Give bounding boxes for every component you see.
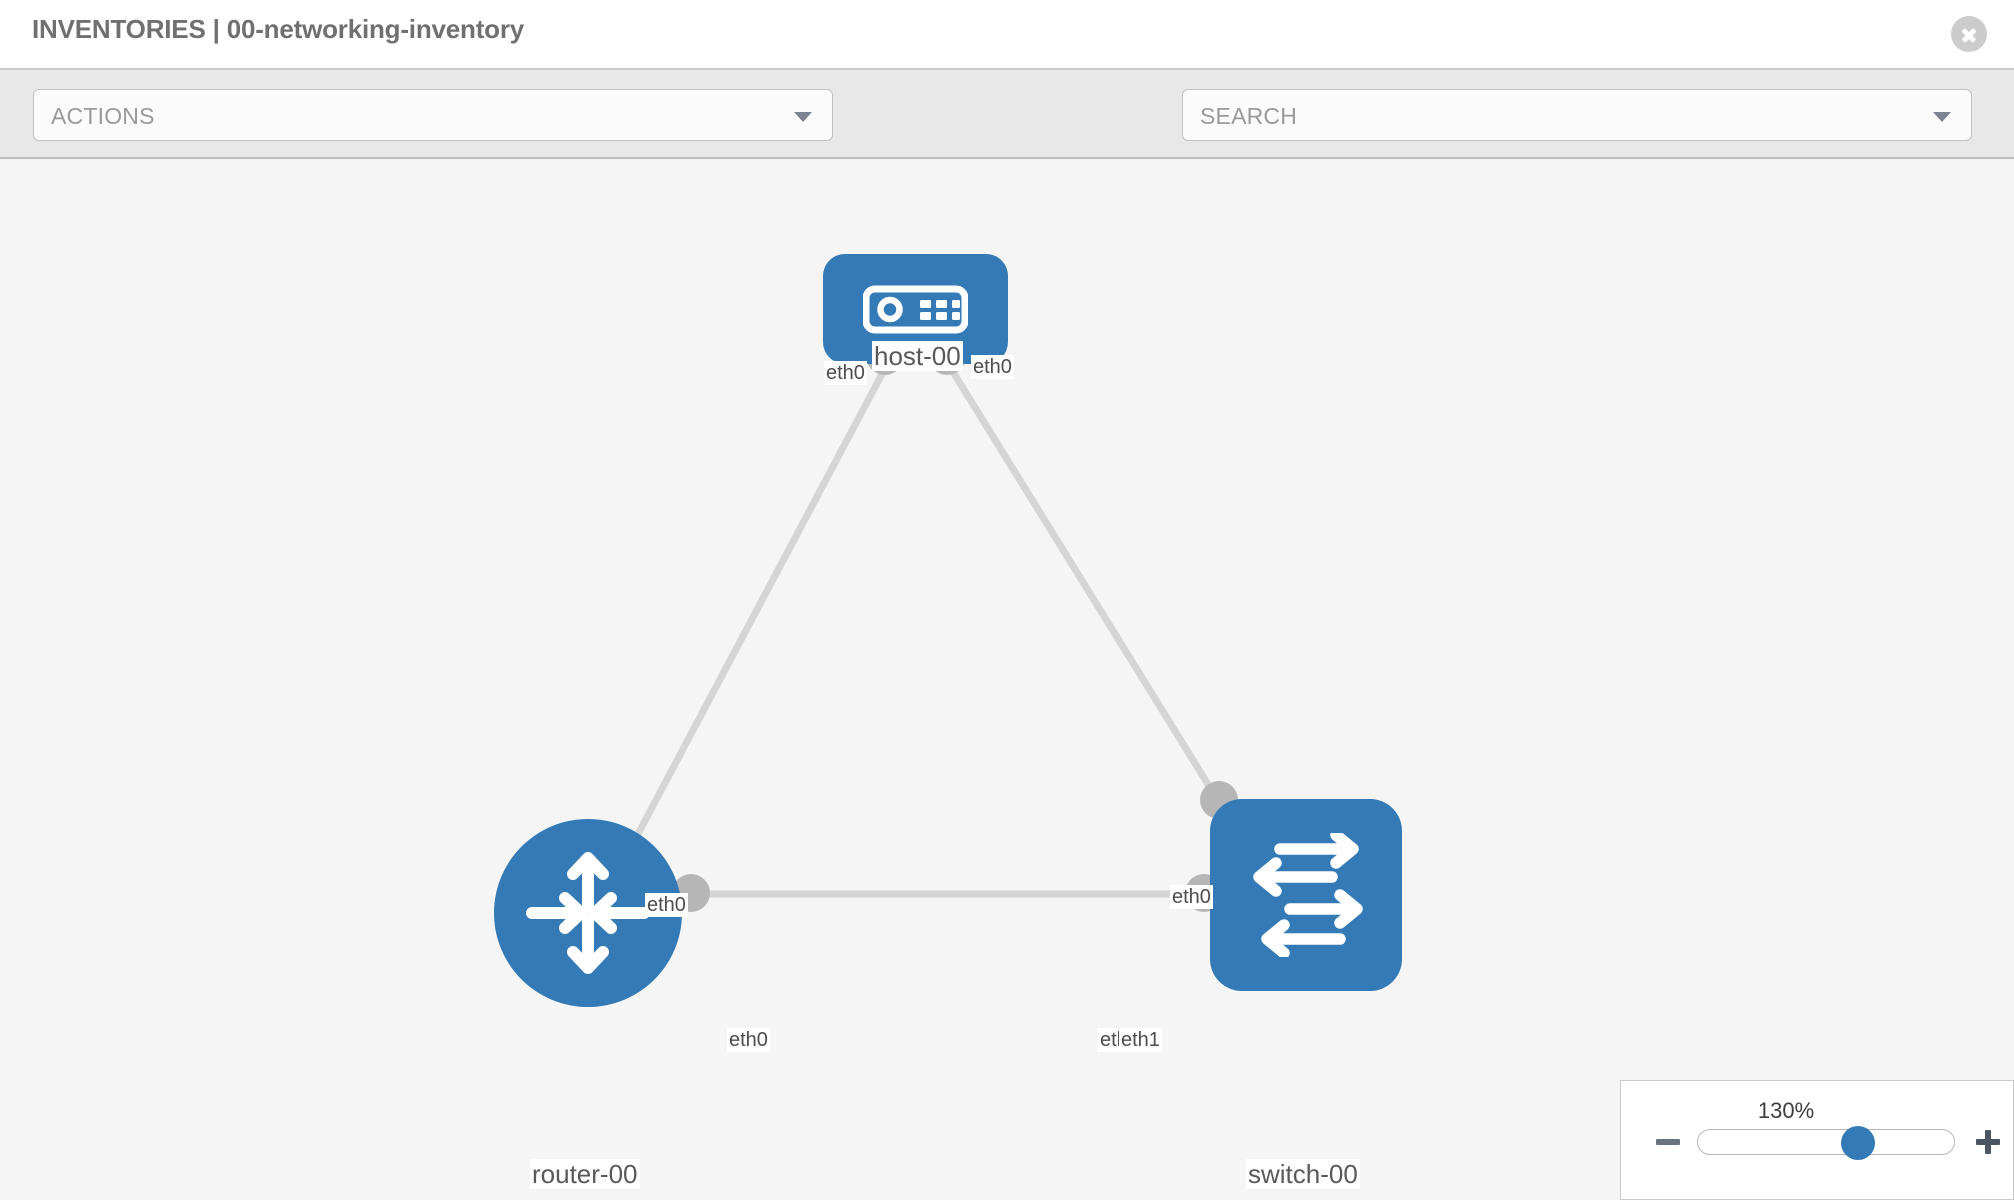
chevron-down-icon bbox=[794, 112, 812, 122]
server-icon bbox=[863, 285, 968, 334]
node-label-host-00: host-00 bbox=[872, 341, 963, 371]
node-label-router-00: router-00 bbox=[530, 1159, 640, 1189]
zoom-control-panel: 130% bbox=[1620, 1080, 2014, 1200]
actions-dropdown-label: ACTIONS bbox=[51, 103, 155, 129]
search-placeholder: SEARCH bbox=[1200, 103, 1298, 129]
router-arrows-icon bbox=[526, 852, 650, 974]
edge-label-switch-left-eth1: eth1 bbox=[1119, 1028, 1162, 1052]
page-header: INVENTORIES | 00-networking-inventory bbox=[0, 0, 2014, 68]
actions-dropdown[interactable]: ACTIONS bbox=[33, 89, 833, 141]
close-icon[interactable] bbox=[1951, 16, 1987, 52]
edge-host-switch bbox=[941, 355, 1252, 853]
edge-label-host-right-eth0: eth0 bbox=[971, 355, 1014, 379]
close-x-glyph bbox=[1951, 16, 1987, 52]
zoom-in-button[interactable] bbox=[1973, 1127, 2003, 1157]
edge-label-router-right-eth0: eth0 bbox=[727, 1028, 770, 1052]
edge-label-switch-up-eth0: eth0 bbox=[1170, 885, 1213, 909]
toolbar: ACTIONS SEARCH bbox=[0, 68, 2014, 199]
zoom-out-button[interactable] bbox=[1653, 1127, 1683, 1157]
switch-arrows-icon bbox=[1253, 833, 1363, 957]
edge-label-router-up-eth0: eth0 bbox=[645, 893, 688, 917]
edge-host-router bbox=[626, 355, 894, 853]
node-label-switch-00: switch-00 bbox=[1246, 1159, 1360, 1189]
switch-node-shape bbox=[1210, 799, 1402, 991]
zoom-slider-handle[interactable] bbox=[1840, 1126, 1875, 1160]
page-title: INVENTORIES | 00-networking-inventory bbox=[32, 14, 525, 44]
zoom-level-label: 130% bbox=[1757, 1098, 1815, 1123]
topology-canvas[interactable]: host-00 router-00 switch-00 eth0 eth0 et… bbox=[0, 159, 2014, 1200]
edge-label-host-left-eth0: eth0 bbox=[824, 361, 867, 385]
search-input[interactable]: SEARCH bbox=[1182, 89, 1972, 141]
zoom-slider-track[interactable] bbox=[1697, 1126, 1955, 1160]
topology-edges bbox=[626, 355, 1252, 898]
chevron-down-icon bbox=[1933, 112, 1951, 122]
topology-node-switch-00[interactable] bbox=[1210, 799, 1402, 991]
